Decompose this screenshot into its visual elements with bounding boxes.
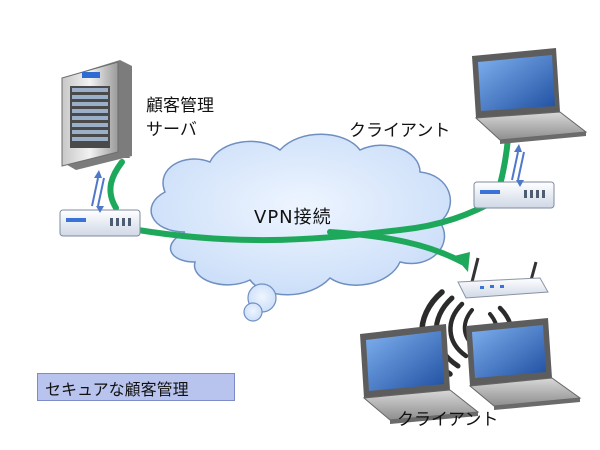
router-left <box>59 209 141 237</box>
client-laptop-top <box>472 48 588 144</box>
wireless-access-point <box>457 257 549 299</box>
link-arrows-right <box>511 151 525 181</box>
server-label-line1: 顧客管理 <box>146 96 214 116</box>
link-arrowheads-left <box>94 170 104 213</box>
client-laptop-bottom-left <box>360 324 480 424</box>
client-top-label: クライアント <box>349 121 451 141</box>
server-label-line2: サーバ <box>146 120 197 140</box>
internet-cloud <box>150 133 451 322</box>
vpn-connection-label: VPN接続 <box>254 207 332 228</box>
link-arrows-left <box>91 177 105 207</box>
customer-management-server <box>61 60 132 170</box>
caption-box <box>37 373 235 401</box>
link-arrowheads-right <box>514 144 524 187</box>
server-label: 顧客管理 サーバ <box>146 94 214 142</box>
caption-text: セキュアな顧客管理 <box>45 380 189 399</box>
client-bottom-label: クライアント <box>397 410 499 430</box>
client-laptop-bottom-right <box>466 318 582 410</box>
router-right <box>473 181 555 209</box>
